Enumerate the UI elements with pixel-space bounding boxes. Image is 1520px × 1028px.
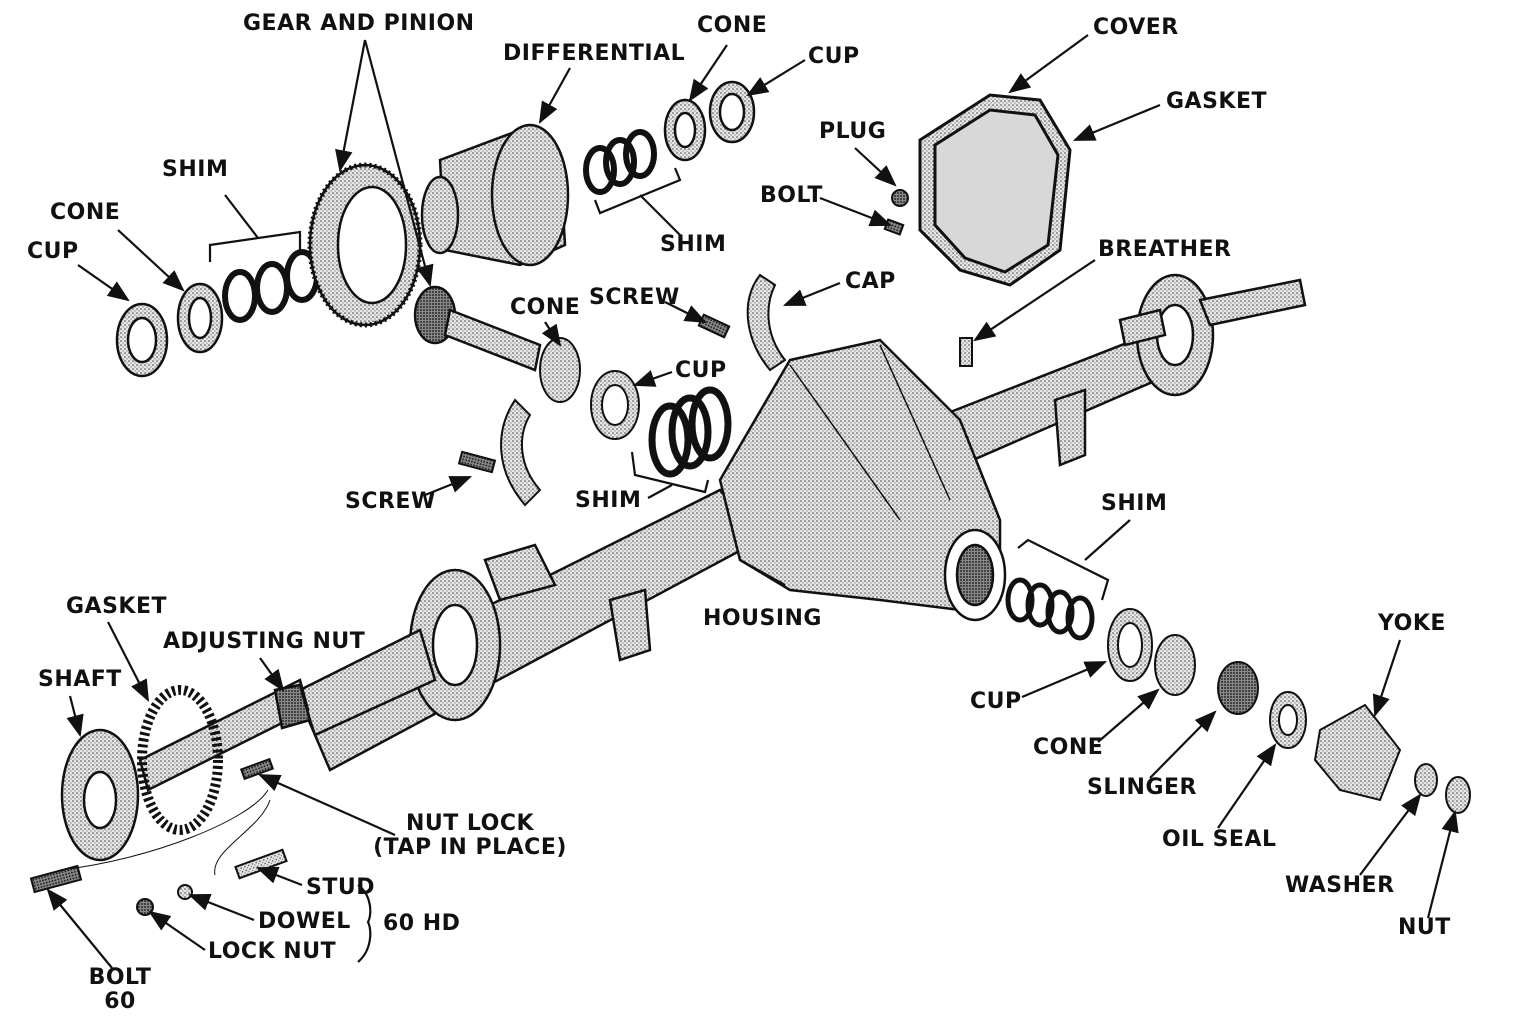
label-shim-right: SHIM	[1101, 491, 1168, 516]
label-screw-bottom: SCREW	[345, 489, 436, 514]
label-lock-nut: LOCK NUT	[208, 939, 337, 964]
label-bolt-60: BOLT 60	[80, 965, 160, 1015]
axle-shaft-part	[60, 678, 312, 862]
left-bearing-stack	[115, 249, 320, 378]
label-cap: CAP	[845, 269, 896, 294]
label-adjusting-nut: ADJUSTING NUT	[163, 629, 366, 654]
differential-part	[420, 123, 570, 267]
label-nut-lock: NUT LOCK (TAP IN PLACE)	[370, 811, 570, 861]
label-washer: WASHER	[1285, 873, 1395, 898]
label-shim-mid: SHIM	[575, 488, 642, 513]
ring-gear-part	[307, 162, 542, 372]
top-bearing-stack	[583, 80, 756, 195]
label-stud: STUD	[306, 875, 375, 900]
label-bolt-60-line1: BOLT	[88, 965, 152, 990]
label-nut-lock-line1: NUT LOCK	[405, 811, 535, 836]
label-cone-top: CONE	[697, 13, 768, 38]
label-shaft: SHAFT	[38, 667, 122, 692]
label-cup-right: CUP	[970, 689, 1022, 714]
label-nut: NUT	[1398, 915, 1451, 940]
label-screw-top: SCREW	[589, 285, 680, 310]
label-cone-right: CONE	[1033, 735, 1104, 760]
label-bolt-top: BOLT	[760, 183, 823, 208]
label-cover: COVER	[1093, 15, 1179, 40]
leader-lines	[46, 34, 1459, 969]
label-cup-left: CUP	[27, 239, 79, 264]
label-housing: HOUSING	[703, 606, 822, 631]
label-nut-lock-line2: (TAP IN PLACE)	[373, 835, 567, 861]
label-shim-left: SHIM	[162, 157, 229, 182]
label-breather: BREATHER	[1098, 237, 1232, 262]
label-cone-left: CONE	[50, 200, 121, 225]
label-bolt-60-line2: 60	[104, 989, 136, 1015]
label-differential: DIFFERENTIAL	[503, 41, 686, 66]
label-gasket-top: GASKET	[1166, 89, 1268, 114]
housing-part	[298, 273, 1307, 772]
label-cup-top: CUP	[808, 44, 860, 69]
label-shim-diff: SHIM	[660, 232, 727, 257]
hd-link-curve	[59, 789, 269, 871]
label-oil-seal: OIL SEAL	[1162, 827, 1277, 852]
label-yoke: YOKE	[1378, 611, 1446, 636]
label-plug: PLUG	[819, 119, 887, 144]
label-gear-and-pinion: GEAR AND PINION	[243, 11, 475, 36]
label-slinger: SLINGER	[1087, 775, 1197, 800]
small-parts	[29, 189, 1471, 916]
cover-part	[918, 93, 1072, 287]
label-cone-mid: CONE	[510, 295, 581, 320]
label-gasket-left: GASKET	[66, 594, 168, 619]
label-dowel: DOWEL	[258, 909, 351, 934]
label-cup-mid: CUP	[675, 358, 727, 383]
label-60-hd: 60 HD	[383, 911, 461, 936]
